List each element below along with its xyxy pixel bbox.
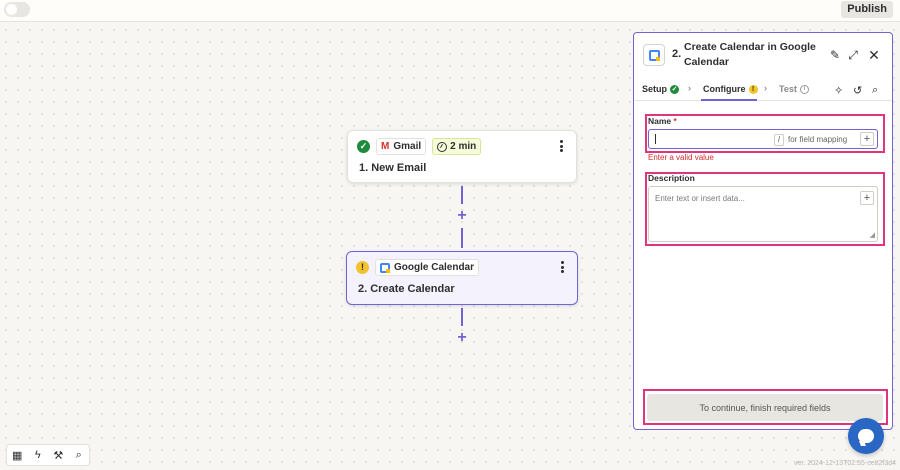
version-text: ver. 2024-12-13T02:55-ce82f3d4 (794, 460, 896, 467)
slash-key-hint: / (774, 134, 784, 146)
add-step-icon[interactable]: + (457, 329, 467, 346)
name-field-highlight (645, 114, 885, 153)
name-input[interactable]: / for field mapping + (648, 129, 878, 149)
close-icon[interactable]: ✕ (868, 47, 880, 63)
poll-interval-badge[interactable]: 2 min (432, 138, 482, 155)
undo-icon[interactable]: ↺ (853, 85, 863, 97)
apps-grid-icon[interactable]: ▦ (12, 449, 23, 462)
info-icon: i (799, 84, 809, 94)
step-editor-panel: 2. Create Calendar in Google Calendar ✎ … (633, 32, 893, 430)
step-header: ✓ M Gmail 2 min (357, 138, 482, 155)
chevron-right-icon: › (688, 83, 691, 93)
check-icon: ✓ (357, 140, 370, 153)
expand-icon[interactable]: ⤢ (848, 48, 858, 62)
connector-line (461, 308, 463, 326)
panel-title: Create Calendar in Google Calendar (684, 41, 816, 68)
chat-support-button[interactable] (848, 418, 884, 454)
tab-setup[interactable]: Setup ✓ (642, 83, 680, 95)
tab-configure[interactable]: Configure ! (703, 83, 758, 95)
more-options-icon[interactable] (557, 259, 567, 275)
connector-line (461, 228, 463, 248)
workflow-step-trigger[interactable]: ✓ M Gmail 2 min 1. New Email (347, 130, 577, 183)
more-options-icon[interactable] (556, 138, 566, 154)
step-title: 2. Create Calendar (358, 283, 455, 295)
chat-icon (858, 429, 874, 443)
zap-on-off-toggle[interactable] (4, 2, 30, 17)
continue-button[interactable]: To continue, finish required fields (647, 394, 883, 421)
google-calendar-app-icon (643, 44, 665, 66)
app-name: Gmail (393, 141, 422, 152)
step-title: 1. New Email (359, 162, 427, 174)
text-caret (655, 134, 656, 144)
tab-label: Configure (703, 84, 746, 94)
app-name: Google Calendar (394, 262, 475, 273)
tab-label: Test (779, 84, 797, 94)
check-icon: ✓ (670, 84, 680, 94)
step-header: ! Google Calendar (356, 259, 480, 276)
sparkle-icon[interactable]: ✧ (834, 85, 844, 97)
insert-data-button[interactable]: + (860, 132, 874, 146)
warning-icon: ! (748, 84, 758, 94)
search-icon[interactable]: ⌕ (872, 84, 879, 96)
description-label: Description (648, 173, 695, 183)
description-textarea[interactable]: Enter text or insert data... + ◢ (648, 186, 878, 242)
panel-step-number: 2. (672, 48, 682, 60)
chevron-right-icon: › (764, 83, 767, 93)
canvas-toolbar: ▦ ϟ ⚒ ⌕ (6, 444, 90, 466)
resize-handle-icon[interactable]: ◢ (869, 232, 875, 239)
active-tab-indicator (701, 99, 757, 101)
continue-button-highlight (643, 389, 888, 425)
warning-icon: ! (356, 261, 369, 274)
clock-icon (437, 141, 448, 152)
insert-data-button[interactable]: + (860, 191, 874, 205)
description-field-highlight (645, 172, 885, 246)
search-icon[interactable]: ⌕ (75, 448, 82, 461)
gmail-icon: M (381, 141, 390, 152)
app-chip-google-calendar: Google Calendar (375, 259, 480, 276)
required-marker: * (673, 116, 677, 126)
google-calendar-icon (380, 262, 390, 273)
workflow-step-action[interactable]: ! Google Calendar 2. Create Calendar (346, 251, 578, 305)
add-step-icon[interactable]: + (457, 207, 467, 224)
name-error-message: Enter a valid value (648, 153, 714, 162)
wrench-icon[interactable]: ⚒ (53, 449, 64, 462)
connector-line (461, 186, 463, 204)
top-bar: Publish (0, 0, 900, 22)
tab-label: Setup (642, 84, 668, 94)
publish-button[interactable]: Publish (841, 1, 893, 18)
name-label: Name * (648, 116, 677, 126)
pencil-icon[interactable]: ✎ (829, 48, 841, 62)
panel-tabs: Setup ✓ › Configure ! › Test i ✧ ↺ ⌕ (634, 79, 892, 101)
field-mapping-hint: for field mapping (788, 135, 848, 144)
app-chip-gmail: M Gmail (376, 138, 427, 155)
panel-header: 2. Create Calendar in Google Calendar ✎ … (634, 33, 892, 77)
tab-test[interactable]: Test i (779, 83, 809, 95)
poll-interval-text: 2 min (450, 141, 477, 152)
lightning-icon[interactable]: ϟ (34, 449, 41, 461)
description-placeholder: Enter text or insert data... (655, 194, 745, 203)
